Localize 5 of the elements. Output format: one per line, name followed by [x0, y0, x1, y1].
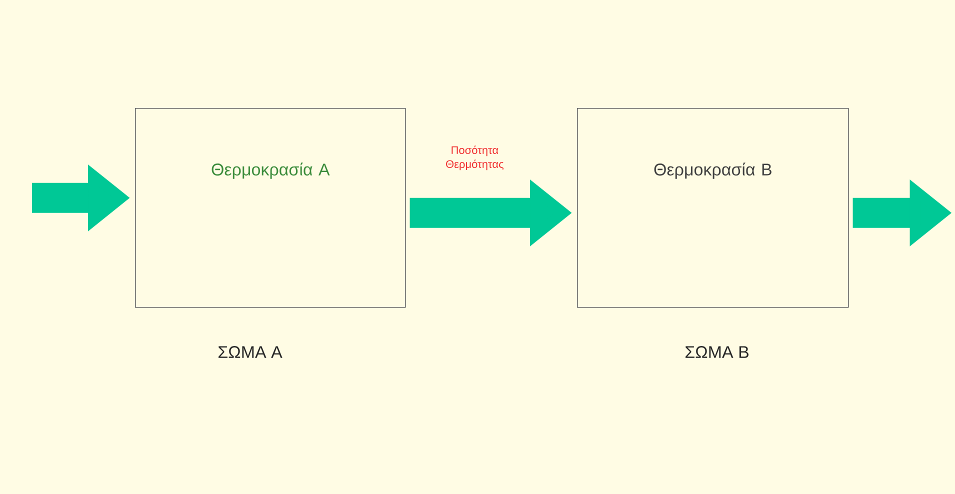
body-box: Θερμοκρασία A: [135, 108, 406, 308]
edge-label: Ποσότητα Θερμότητας: [446, 146, 504, 170]
body-label: ΣΩΜΑ A: [218, 346, 282, 358]
body-label: ΣΩΜΑ B: [686, 346, 748, 358]
body-box: Θερμοκρασία B: [577, 108, 849, 308]
